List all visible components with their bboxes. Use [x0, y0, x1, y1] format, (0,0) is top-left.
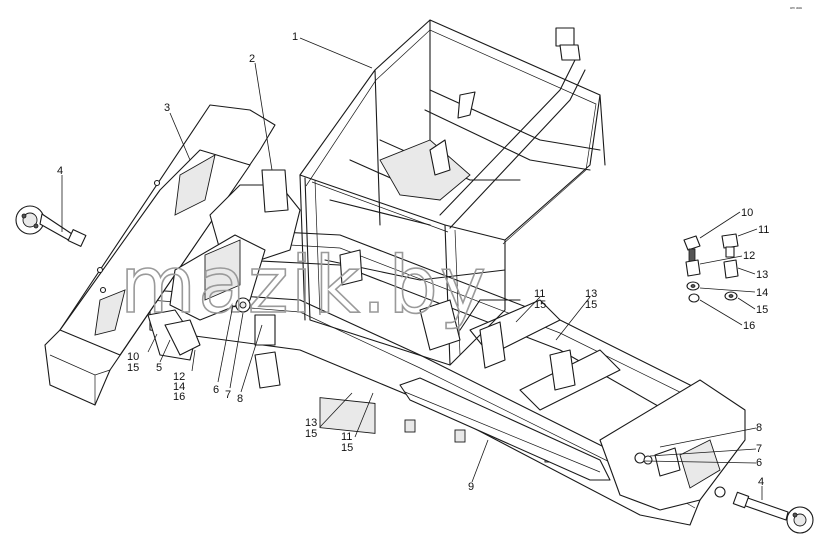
- front-cross-frame: [147, 169, 301, 389]
- callout-15-upper: 15: [534, 299, 546, 311]
- callout-15-mid: 15: [305, 428, 317, 440]
- callout-labels: 1 2 3 4 4 5 6 7 8 6 7 8 9 10 15 12 14 16…: [57, 31, 769, 493]
- callout-16-kit: 16: [743, 320, 755, 332]
- callout-10-front: 10: [127, 351, 139, 363]
- callout-2: 2: [249, 53, 255, 65]
- corner-mark: ᵃᵐ ᵃᵃᵃ: [790, 6, 802, 12]
- callout-15-mid-b: 15: [341, 442, 353, 454]
- callout-15-upper-b: 15: [585, 299, 597, 311]
- callout-12-kit: 12: [743, 250, 755, 262]
- callout-4-left: 4: [57, 165, 63, 177]
- callout-15-front: 15: [127, 362, 139, 374]
- callout-7-rear: 7: [756, 443, 762, 455]
- callout-13-mid: 13: [305, 417, 317, 429]
- callout-11-upper: 11: [534, 288, 545, 300]
- fastener-kit: [683, 233, 739, 303]
- watermark: mazik.by: [120, 241, 488, 331]
- callout-9: 9: [468, 481, 474, 493]
- callout-5: 5: [156, 362, 162, 374]
- callout-6-rear: 6: [756, 457, 762, 469]
- callout-10-kit: 10: [741, 207, 753, 219]
- callout-13-kit: 13: [756, 269, 768, 281]
- leader-lines: [61, 37, 763, 500]
- callout-14-front: 14: [173, 381, 185, 393]
- callout-3: 3: [164, 102, 170, 114]
- side-beam-9: [399, 377, 611, 481]
- callout-13-upper: 13: [585, 288, 597, 300]
- callout-6-front: 6: [213, 384, 219, 396]
- callout-8-front: 8: [237, 393, 243, 405]
- callout-12-front: 12: [173, 371, 185, 383]
- callout-1: 1: [292, 31, 298, 43]
- callout-7-front: 7: [225, 389, 231, 401]
- callout-14-kit: 14: [756, 287, 768, 299]
- hub-left-4: [15, 205, 87, 247]
- cab-cage-1: [299, 19, 606, 391]
- hub-right-4: [732, 491, 814, 534]
- callout-11-mid: 11: [341, 431, 352, 443]
- front-bumper-3: [44, 104, 276, 406]
- callout-4-right: 4: [758, 476, 764, 488]
- callout-15-kit: 15: [756, 304, 768, 316]
- callout-11-kit: 11: [758, 224, 769, 236]
- callout-16-front: 16: [173, 391, 185, 403]
- callout-8-rear: 8: [756, 422, 762, 434]
